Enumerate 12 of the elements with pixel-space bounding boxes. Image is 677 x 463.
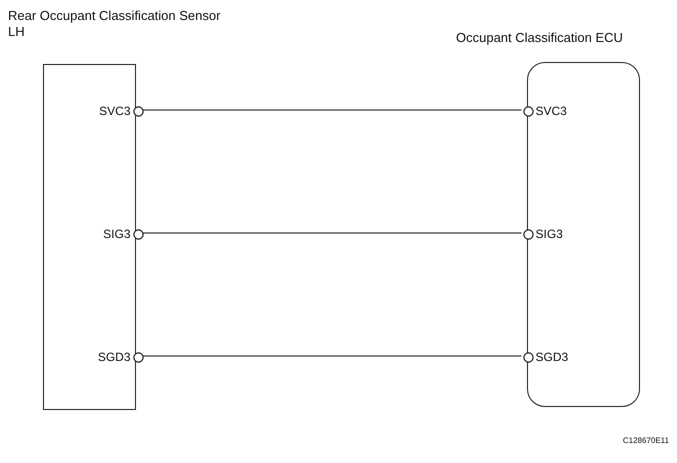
pin-label: SGD3: [98, 350, 130, 364]
pin-label: SIG3: [103, 227, 130, 241]
component-title: Rear Occupant Classification Sensor LH: [8, 8, 222, 40]
figure-code: C128670E11: [622, 436, 669, 445]
pin-label: SIG3: [536, 227, 563, 241]
wire: [142, 109, 522, 111]
component-title: Occupant Classification ECU: [456, 30, 624, 46]
wire: [142, 232, 522, 234]
pin-label: SVC3: [536, 104, 567, 118]
wire: [142, 355, 522, 357]
pin-label: SVC3: [99, 104, 130, 118]
pin-label: SGD3: [536, 350, 568, 364]
